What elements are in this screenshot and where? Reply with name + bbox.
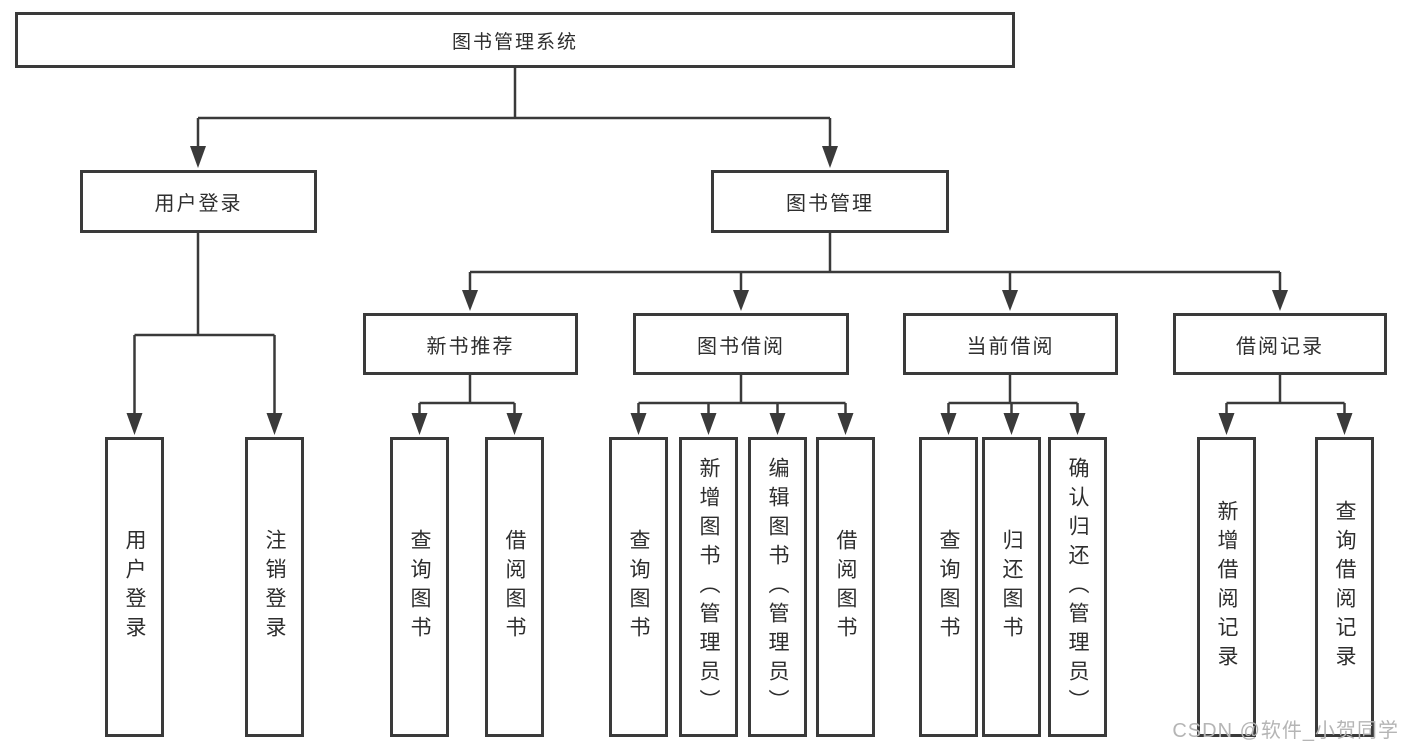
- leaf-confirm-return-admin: 确认归还（管理员）: [1048, 437, 1107, 737]
- node-current-borrow-label: 当前借阅: [966, 335, 1055, 358]
- leaf-add-borrow-record: 新增借阅记录: [1197, 437, 1256, 737]
- leaf-borrow-books: 借阅图书: [816, 437, 875, 737]
- leaf-add-books-admin: 新增图书（管理员）: [679, 437, 738, 737]
- leaf-logout-label: 注销登录: [263, 529, 286, 645]
- leaf-current-query-books-label: 查询图书: [937, 529, 960, 645]
- node-book-management: 图书管理: [711, 170, 949, 233]
- leaf-edit-books-admin: 编辑图书（管理员）: [748, 437, 807, 737]
- node-root-label: 图书管理系统: [451, 31, 578, 53]
- node-user-login: 用户登录: [80, 170, 317, 233]
- leaf-user-login: 用户登录: [105, 437, 164, 737]
- leaf-return-books-label: 归还图书: [1000, 529, 1023, 645]
- node-root: 图书管理系统: [15, 12, 1015, 68]
- leaf-edit-books-admin-label: 编辑图书（管理员）: [766, 456, 789, 718]
- leaf-borrow-query-books-label: 查询图书: [627, 529, 650, 645]
- node-book-borrow: 图书借阅: [633, 313, 849, 375]
- leaf-borrow-query-books: 查询图书: [609, 437, 668, 737]
- node-user-login-label: 用户登录: [154, 193, 243, 215]
- arrowhead-icons: [126, 146, 1353, 435]
- node-new-book-recommend: 新书推荐: [363, 313, 578, 375]
- leaf-recommend-borrow-books-label: 借阅图书: [503, 529, 526, 645]
- leaf-borrow-books-label: 借阅图书: [834, 529, 857, 645]
- leaf-confirm-return-admin-label: 确认归还（管理员）: [1066, 456, 1089, 718]
- leaf-user-login-label: 用户登录: [123, 529, 146, 645]
- leaf-add-borrow-record-label: 新增借阅记录: [1215, 500, 1238, 674]
- leaf-current-query-books: 查询图书: [919, 437, 978, 737]
- node-new-book-recommend-label: 新书推荐: [426, 335, 515, 358]
- leaf-recommend-query-books: 查询图书: [390, 437, 449, 737]
- node-book-borrow-label: 图书借阅: [697, 335, 785, 358]
- leaf-query-borrow-record-label: 查询借阅记录: [1333, 500, 1356, 674]
- node-borrow-records-label: 借阅记录: [1236, 335, 1324, 358]
- leaf-return-books: 归还图书: [982, 437, 1041, 737]
- node-current-borrow: 当前借阅: [903, 313, 1118, 375]
- leaf-logout: 注销登录: [245, 437, 304, 737]
- node-borrow-records: 借阅记录: [1173, 313, 1387, 375]
- leaf-query-borrow-record: 查询借阅记录: [1315, 437, 1374, 737]
- leaf-recommend-query-books-label: 查询图书: [408, 529, 431, 645]
- leaf-recommend-borrow-books: 借阅图书: [485, 437, 544, 737]
- csdn-watermark: CSDN @软件_小贺同学: [1172, 720, 1399, 742]
- node-book-management-label: 图书管理: [786, 193, 874, 215]
- leaf-add-books-admin-label: 新增图书（管理员）: [697, 456, 720, 718]
